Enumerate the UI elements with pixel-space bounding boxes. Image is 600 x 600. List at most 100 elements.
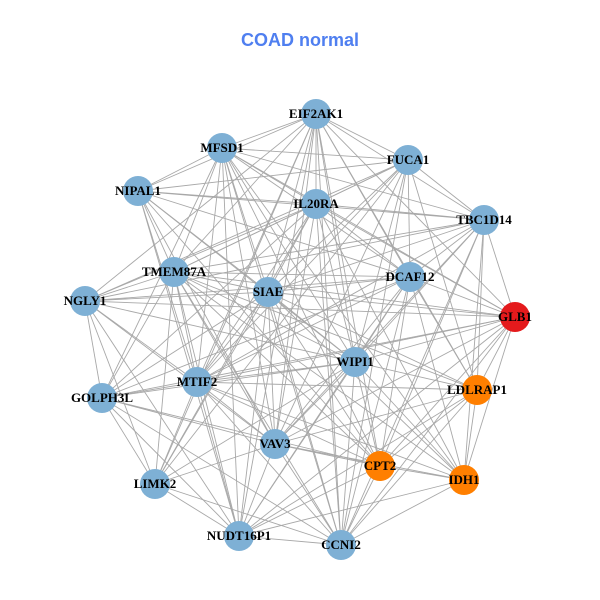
node-circle[interactable] [260, 429, 290, 459]
edge-TBC1D14-GLB1 [483, 219, 516, 318]
node-circle[interactable] [340, 347, 370, 377]
edge-TBC1D14-TMEM87A [173, 219, 485, 273]
node-GOLPH3L[interactable]: GOLPH3L [71, 383, 133, 413]
node-NIPAL1[interactable]: NIPAL1 [115, 176, 161, 206]
edge-MFSD1-NIPAL1 [137, 147, 223, 192]
node-TBC1D14[interactable]: TBC1D14 [456, 205, 512, 235]
edge-TMEM87A-LIMK2 [154, 271, 175, 485]
edge-IDH1-CCNI2 [340, 479, 465, 546]
node-circle[interactable] [159, 257, 189, 287]
edge-FUCA1-NIPAL1 [137, 159, 409, 192]
node-circle[interactable] [395, 262, 425, 292]
edge-SIAE-VAV3 [267, 291, 276, 445]
node-IDH1[interactable]: IDH1 [448, 465, 480, 495]
node-circle[interactable] [87, 383, 117, 413]
edge-IL20RA-TBC1D14 [315, 203, 485, 221]
edge-LDLRAP1-NUDT16P1 [238, 389, 478, 537]
node-SIAE[interactable]: SIAE [253, 277, 283, 307]
edge-GLB1-CPT2 [379, 316, 516, 467]
edge-FUCA1-VAV3 [274, 159, 409, 445]
node-circle[interactable] [224, 521, 254, 551]
node-label: DCAF12 [385, 269, 434, 284]
node-circle[interactable] [393, 145, 423, 175]
node-circle[interactable] [469, 205, 499, 235]
node-label: SIAE [253, 284, 283, 299]
node-DCAF12[interactable]: DCAF12 [385, 262, 435, 292]
edges-layer [84, 113, 516, 546]
edge-LIMK2-CCNI2 [154, 483, 342, 546]
edge-LDLRAP1-CCNI2 [340, 389, 478, 546]
node-label: LIMK2 [134, 476, 177, 491]
edge-EIF2AK1-TMEM87A [173, 113, 317, 273]
node-circle[interactable] [182, 367, 212, 397]
node-circle[interactable] [449, 465, 479, 495]
edge-VAV3-NUDT16P1 [238, 443, 276, 537]
edge-GOLPH3L-VAV3 [101, 397, 276, 445]
edge-GOLPH3L-LIMK2 [101, 397, 156, 485]
edge-IDH1-NUDT16P1 [238, 479, 465, 537]
edge-DCAF12-CCNI2 [340, 276, 411, 546]
edge-EIF2AK1-NGLY1 [84, 113, 317, 302]
edge-NGLY1-NUDT16P1 [84, 300, 240, 537]
node-EIF2AK1[interactable]: EIF2AK1 [289, 99, 343, 129]
edge-FUCA1-WIPI1 [354, 159, 409, 363]
edge-FUCA1-DCAF12 [407, 159, 411, 278]
node-CCNI2[interactable]: CCNI2 [321, 530, 361, 560]
node-NUDT16P1[interactable]: NUDT16P1 [207, 521, 271, 551]
edge-MFSD1-FUCA1 [221, 147, 409, 161]
node-WIPI1[interactable]: WIPI1 [336, 347, 374, 377]
node-LDLRAP1[interactable]: LDLRAP1 [447, 375, 507, 405]
node-VAV3[interactable]: VAV3 [259, 429, 291, 459]
edge-MFSD1-SIAE [221, 147, 269, 293]
edge-NIPAL1-MTIF2 [137, 190, 198, 383]
node-circle[interactable] [301, 189, 331, 219]
edge-VAV3-CCNI2 [274, 443, 342, 546]
node-circle[interactable] [70, 286, 100, 316]
edge-TMEM87A-CPT2 [173, 271, 381, 467]
node-MTIF2[interactable]: MTIF2 [177, 367, 217, 397]
edge-TMEM87A-DCAF12 [173, 271, 411, 278]
node-circle[interactable] [123, 176, 153, 206]
edge-NIPAL1-WIPI1 [137, 190, 356, 363]
edge-MTIF2-LIMK2 [154, 381, 198, 485]
edge-TMEM87A-LDLRAP1 [173, 271, 478, 391]
edge-TMEM87A-NGLY1 [84, 271, 175, 302]
node-IL20RA[interactable]: IL20RA [293, 189, 339, 219]
node-label: FUCA1 [387, 152, 430, 167]
edge-WIPI1-LIMK2 [154, 361, 356, 485]
node-CPT2[interactable]: CPT2 [364, 451, 397, 481]
edge-IL20RA-VAV3 [274, 203, 317, 445]
node-circle[interactable] [462, 375, 492, 405]
node-TMEM87A[interactable]: TMEM87A [142, 257, 207, 287]
node-circle[interactable] [207, 133, 237, 163]
node-circle[interactable] [365, 451, 395, 481]
node-LIMK2[interactable]: LIMK2 [134, 469, 177, 499]
figure-title: COAD normal [240, 30, 359, 50]
edge-GLB1-CCNI2 [340, 316, 516, 546]
edge-FUCA1-CCNI2 [340, 159, 409, 546]
edge-TBC1D14-MTIF2 [196, 219, 485, 383]
edge-SIAE-NGLY1 [84, 291, 269, 302]
node-NGLY1[interactable]: NGLY1 [64, 286, 107, 316]
node-label: IDH1 [448, 472, 479, 487]
edge-GOLPH3L-CPT2 [101, 397, 381, 467]
edge-LDLRAP1-VAV3 [274, 389, 478, 445]
node-FUCA1[interactable]: FUCA1 [387, 145, 430, 175]
node-label: TBC1D14 [456, 212, 512, 227]
node-circle[interactable] [253, 277, 283, 307]
edge-NUDT16P1-CCNI2 [238, 535, 342, 546]
edge-SIAE-GOLPH3L [101, 291, 269, 399]
node-MFSD1[interactable]: MFSD1 [200, 133, 244, 163]
edge-EIF2AK1-CPT2 [315, 113, 381, 467]
edge-NGLY1-LIMK2 [84, 300, 156, 485]
node-circle[interactable] [500, 302, 530, 332]
edge-TMEM87A-GOLPH3L [101, 271, 175, 399]
node-circle[interactable] [301, 99, 331, 129]
edge-MFSD1-MTIF2 [196, 147, 223, 383]
edge-TMEM87A-NUDT16P1 [173, 271, 240, 537]
node-circle[interactable] [140, 469, 170, 499]
node-GLB1[interactable]: GLB1 [498, 302, 532, 332]
edge-GLB1-WIPI1 [354, 316, 516, 363]
edge-WIPI1-VAV3 [274, 361, 356, 445]
node-circle[interactable] [326, 530, 356, 560]
